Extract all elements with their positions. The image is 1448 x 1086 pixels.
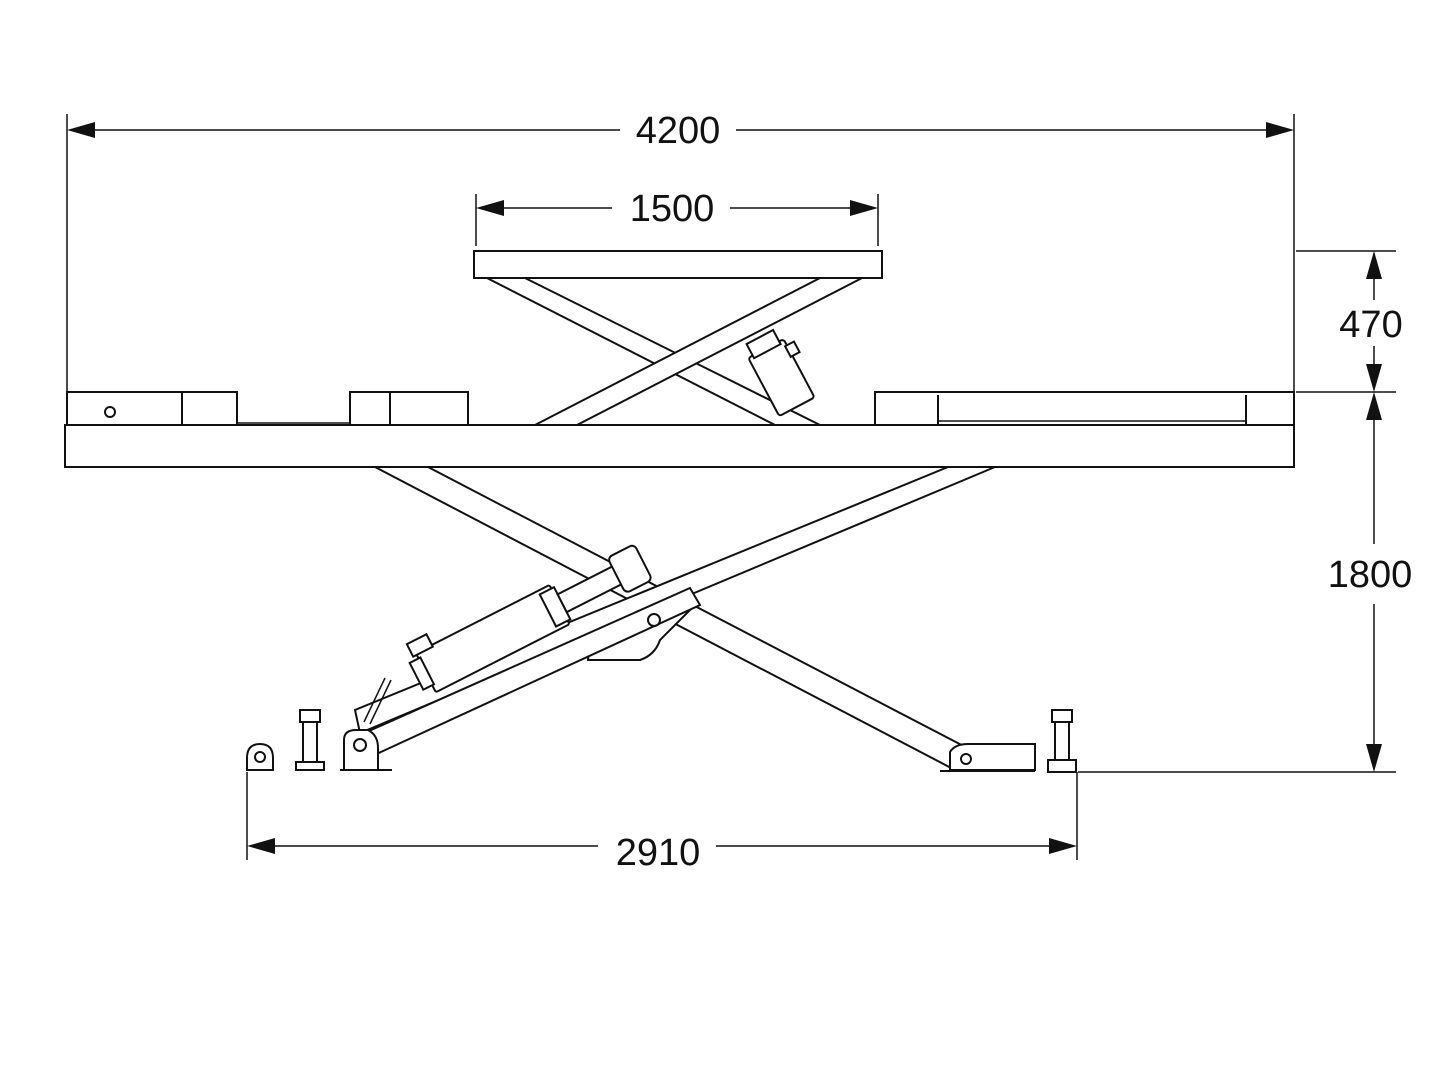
arrowhead-left (476, 200, 504, 216)
arrowhead-right (1049, 838, 1077, 854)
dimension-overall-length: 4200 (66, 110, 1295, 392)
dimension-label-1500: 1500 (630, 188, 715, 230)
upper-platform (473, 250, 883, 279)
main-runway-beam (64, 424, 1295, 468)
dimension-label-470: 470 (1339, 304, 1402, 346)
runway-pin (104, 406, 116, 418)
arrowhead-up (1366, 392, 1382, 420)
runway-pad-left (66, 391, 238, 426)
dimension-label-2910: 2910 (616, 832, 701, 874)
arrowhead-left (67, 122, 95, 138)
upper-lift-cylinder (745, 328, 815, 417)
dimension-upper-platform-length: 1500 (475, 188, 879, 246)
jack-post-left (295, 709, 325, 771)
center-pivot (647, 613, 661, 627)
lower-scissor-assembly (353, 466, 996, 772)
arrowhead-left (247, 838, 275, 854)
main-lift-cylinder (405, 544, 652, 693)
pivot-foot-left (340, 729, 392, 771)
arrowhead-right (1266, 122, 1294, 138)
jack-post-right (1047, 709, 1077, 773)
base-fittings (246, 709, 1077, 773)
dimension-label-4200: 4200 (636, 110, 721, 152)
dimension-heights: 470 1800 (1078, 250, 1413, 773)
arrowhead-up (1366, 251, 1382, 279)
dimension-base-length: 2910 (246, 772, 1078, 874)
hydraulic-hose (363, 677, 392, 725)
dimension-label-1800: 1800 (1328, 554, 1413, 596)
slider-foot-right (940, 743, 1036, 772)
arrowhead-right (850, 200, 878, 216)
runway-pad-center (349, 391, 469, 426)
upper-scissor-assembly (473, 250, 883, 426)
upper-scissor-arm-b (534, 277, 863, 426)
runway-pads (66, 391, 1295, 426)
arrowhead-down (1366, 364, 1382, 392)
arrowhead-down (1366, 744, 1382, 772)
